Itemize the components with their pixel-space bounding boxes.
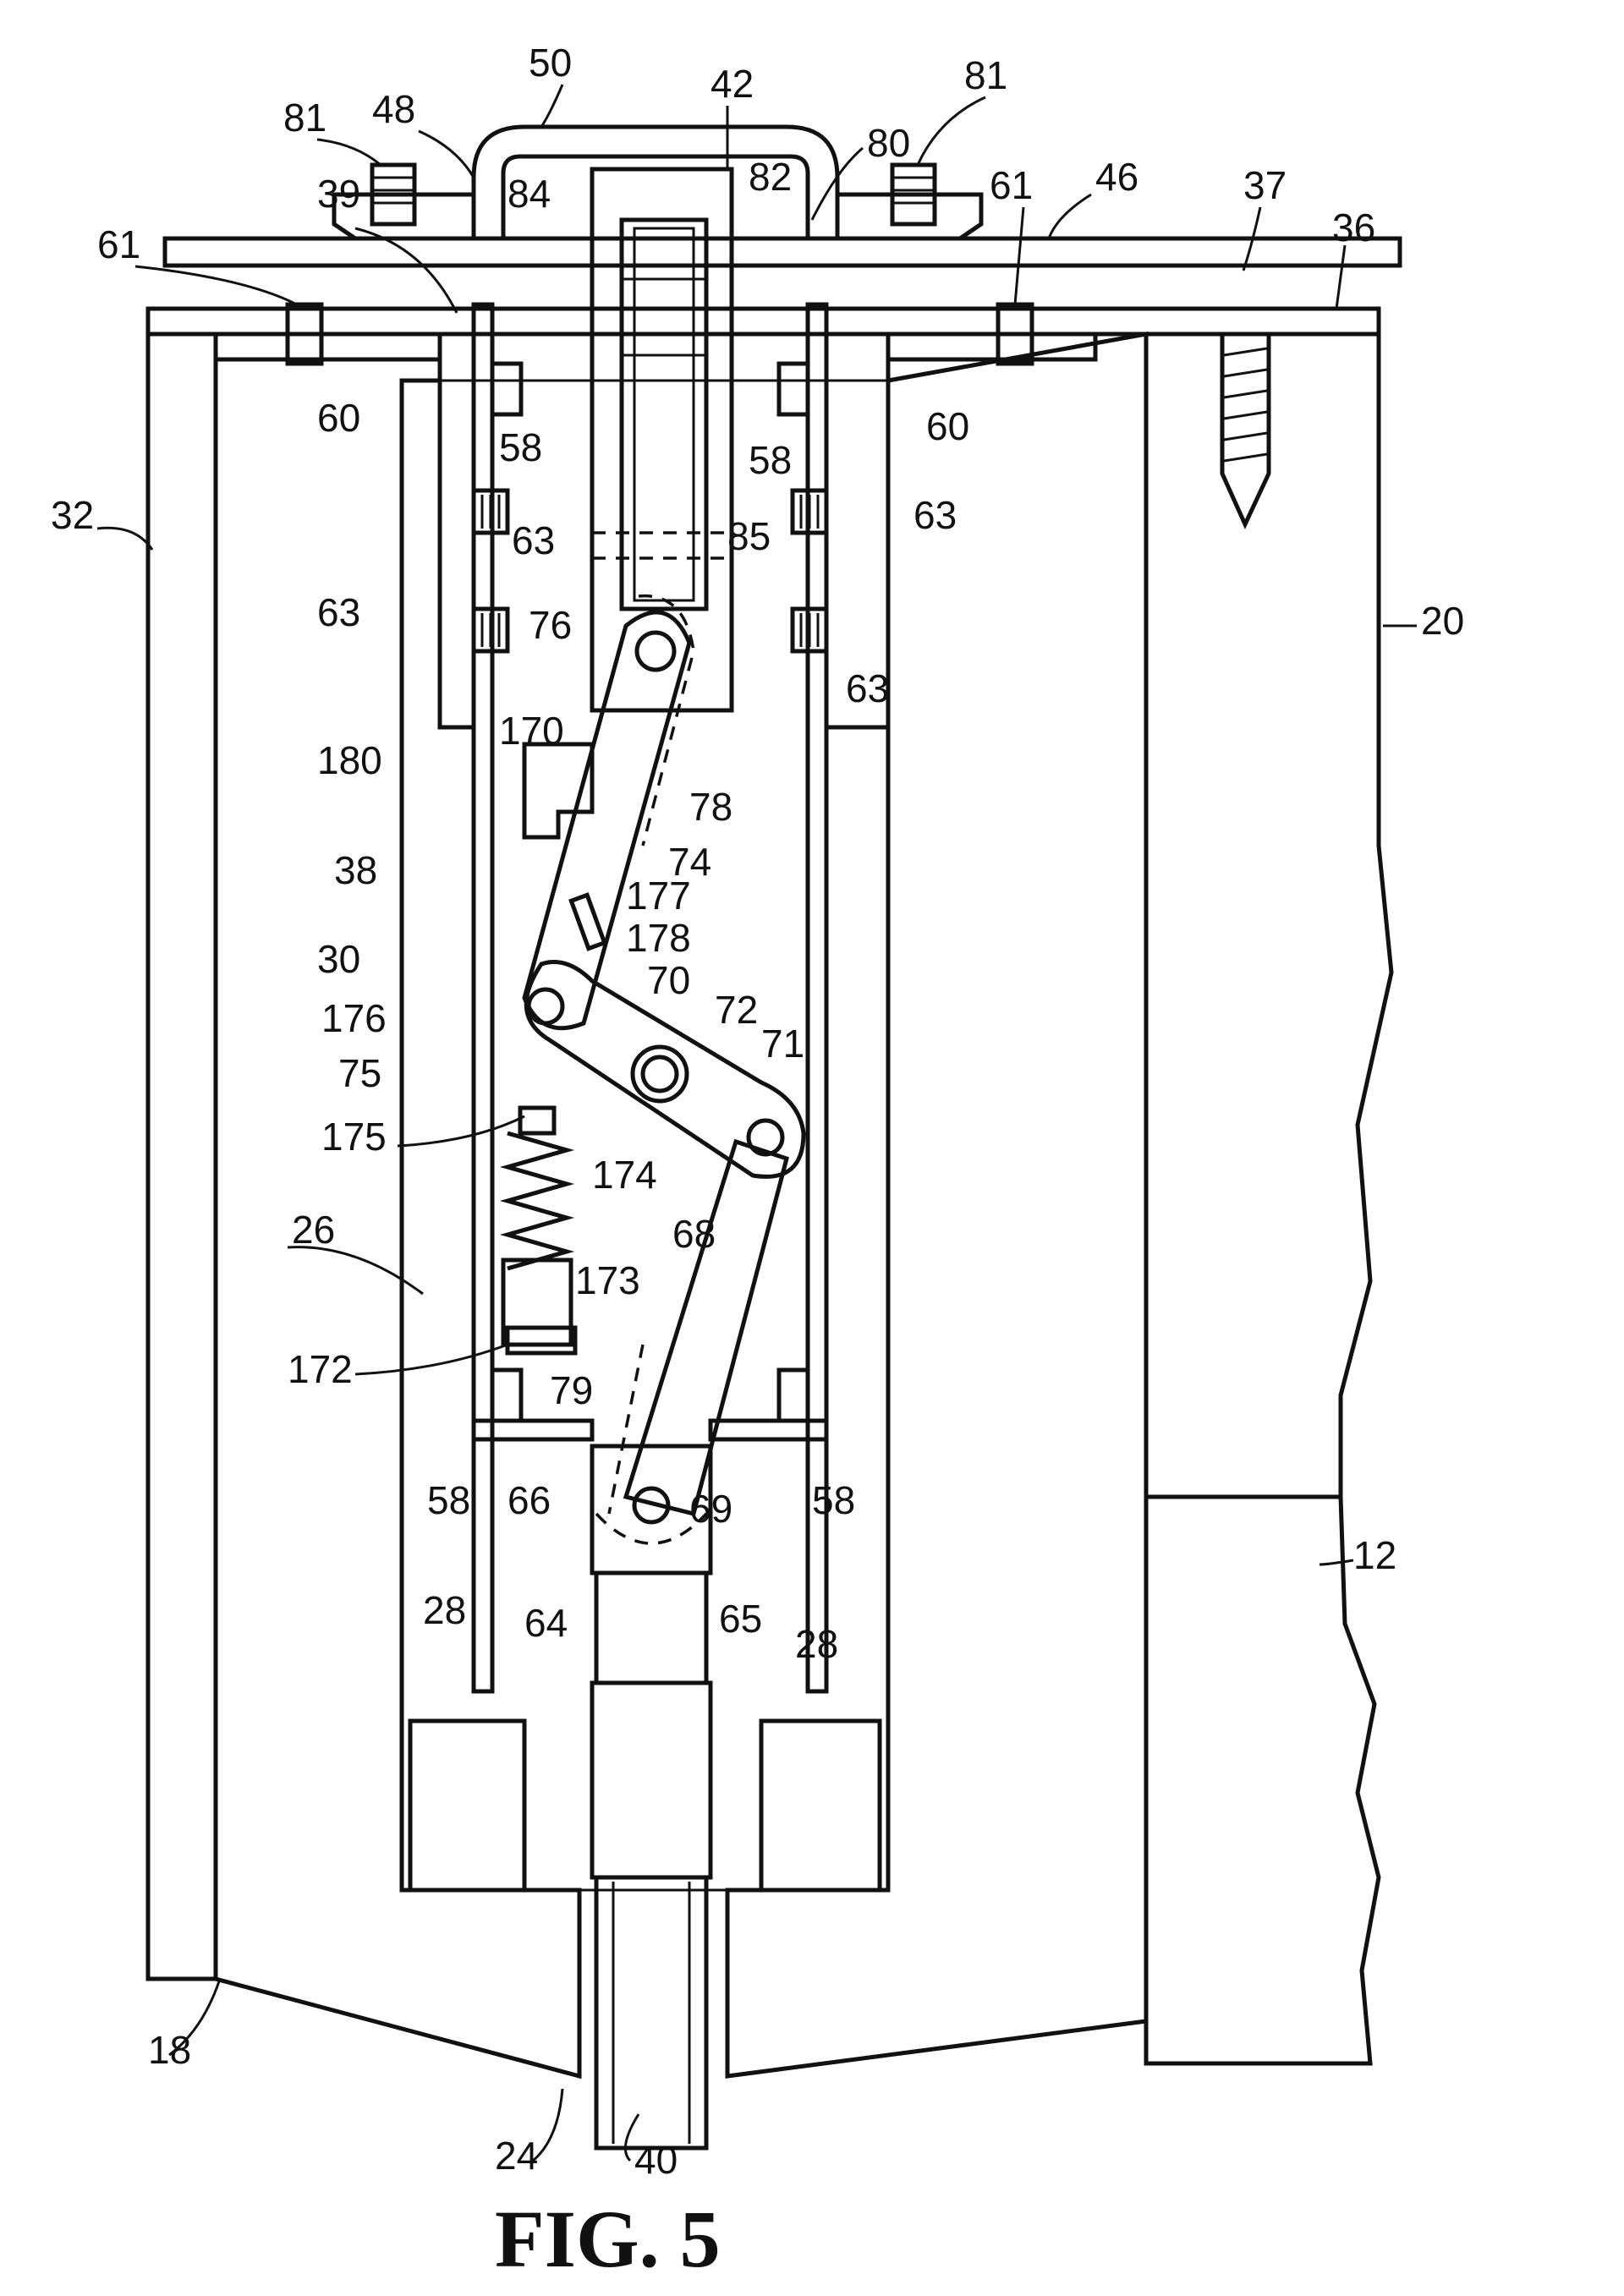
ref-label: 18 [148, 2028, 191, 2072]
seal-28-right [761, 1721, 880, 1890]
ref-label: 32 [51, 493, 94, 537]
ref-label: 42 [710, 62, 754, 106]
ref-label: 46 [1095, 155, 1138, 199]
pivot-76 [637, 633, 674, 670]
ref-label: 81 [283, 96, 326, 140]
ref-label: 79 [550, 1368, 593, 1412]
ref-label: 75 [338, 1051, 381, 1095]
ref-label: 48 [372, 87, 415, 131]
ref-label: 60 [317, 396, 360, 440]
outer-panel [148, 334, 216, 1979]
ref-label: 64 [524, 1601, 568, 1645]
screw-37 [1222, 334, 1269, 524]
ref-label: 178 [626, 916, 691, 960]
ref-label: 60 [926, 404, 969, 448]
seal-28-left [410, 1721, 524, 1890]
ref-label: 69 [689, 1487, 732, 1531]
upper-roller-block-left [440, 334, 474, 727]
ref-label: 58 [499, 425, 542, 469]
ref-label: 30 [317, 937, 360, 981]
ref-label: 176 [321, 996, 387, 1040]
ref-label: 65 [719, 1597, 762, 1641]
pin-177 [571, 895, 604, 948]
ref-label: 24 [495, 2134, 538, 2178]
ref-label: 84 [508, 172, 551, 216]
spring-housing [503, 1260, 571, 1345]
spring-base [508, 1328, 575, 1353]
top-plate [148, 309, 1379, 334]
ref-label: 66 [508, 1478, 551, 1522]
ref-label: 72 [715, 988, 758, 1032]
ref-label: 50 [529, 41, 572, 85]
ref-label: 71 [761, 1022, 804, 1066]
ref-label: 172 [288, 1347, 353, 1391]
ref-label: 174 [592, 1153, 657, 1197]
rollers-right [779, 364, 826, 1421]
ref-label: 37 [1243, 163, 1287, 207]
rod-thread-65 [592, 1683, 710, 1877]
ref-label: 61 [97, 222, 140, 266]
link-68 [626, 1142, 787, 1514]
ref-label: 38 [334, 848, 377, 892]
ref-label: 76 [529, 603, 572, 647]
ref-label: 20 [1421, 599, 1464, 643]
ref-label: 80 [867, 121, 910, 165]
slider-42 [592, 169, 732, 710]
right-block-lower [1146, 1497, 1379, 2063]
figure-caption: FIG. 5 [495, 2194, 721, 2284]
ref-label: 28 [795, 1622, 838, 1666]
ref-label: 68 [672, 1212, 716, 1256]
ref-label: 39 [317, 172, 360, 216]
ref-label: 58 [427, 1478, 470, 1522]
ref-label: 180 [317, 738, 382, 782]
slot-inner [634, 228, 694, 600]
ref-label: 170 [499, 709, 564, 753]
ref-label: 58 [812, 1478, 855, 1522]
cover-plate [165, 238, 1400, 266]
ref-label: 40 [634, 2138, 678, 2182]
guide-block-left [216, 334, 440, 359]
spring-cap [520, 1108, 554, 1133]
ref-label: 61 [990, 163, 1033, 207]
ref-label: 81 [964, 53, 1007, 97]
ref-label: 63 [846, 666, 889, 710]
right-inner-body [727, 334, 1146, 2076]
ref-label: 63 [914, 493, 957, 537]
ref-label: 36 [1332, 205, 1375, 249]
ref-label: 82 [749, 155, 792, 199]
right-bracket [837, 195, 981, 238]
spring-174 [508, 1133, 567, 1269]
ref-label: 28 [423, 1588, 466, 1632]
ref-label: 63 [512, 518, 555, 562]
ref-label: 177 [626, 874, 691, 918]
pivot-75 [529, 989, 562, 1023]
ref-label: 63 [317, 590, 360, 634]
reference-labels: 50 42 81 48 80 81 84 82 61 46 37 36 39 6… [51, 41, 1464, 2182]
ref-label: 173 [575, 1258, 640, 1302]
ref-label: 12 [1353, 1533, 1396, 1577]
right-block-upper [1146, 334, 1391, 1497]
ref-label: 70 [647, 958, 690, 1002]
ref-label: 175 [321, 1115, 387, 1159]
rod-64 [596, 1573, 706, 1683]
ref-label: 78 [689, 785, 732, 829]
ref-label: 26 [292, 1208, 335, 1252]
ref-label: 85 [727, 514, 771, 558]
ref-label: 58 [749, 438, 792, 482]
